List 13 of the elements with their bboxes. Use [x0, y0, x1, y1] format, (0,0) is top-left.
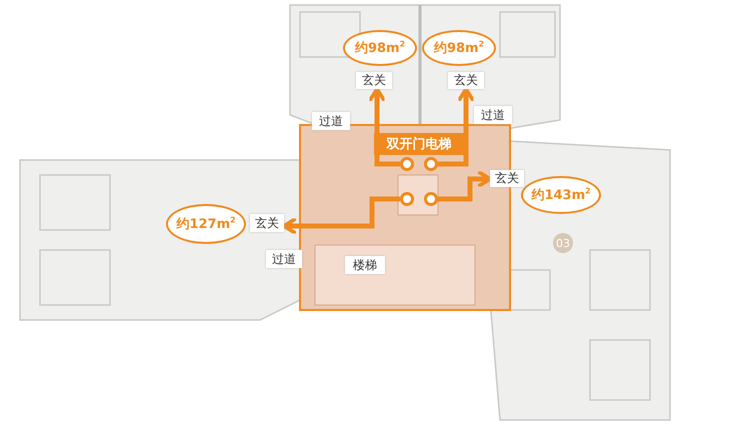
arrow — [282, 196, 400, 236]
area-tag: 过道 — [474, 106, 512, 124]
arrow — [438, 87, 476, 166]
area-tag: 玄关 — [250, 214, 284, 232]
room-number: 03 — [555, 236, 571, 251]
area-tag: 玄关 — [448, 72, 484, 89]
area-tag: 楼梯 — [345, 256, 385, 274]
area-tag: 过道 — [266, 250, 302, 268]
area-tag: 玄关 — [356, 72, 392, 89]
area-tag: 过道 — [312, 112, 350, 130]
area-tag: 玄关 — [490, 170, 524, 187]
elevator-label: 双开门电梯 — [374, 133, 464, 155]
arrow — [438, 170, 492, 202]
